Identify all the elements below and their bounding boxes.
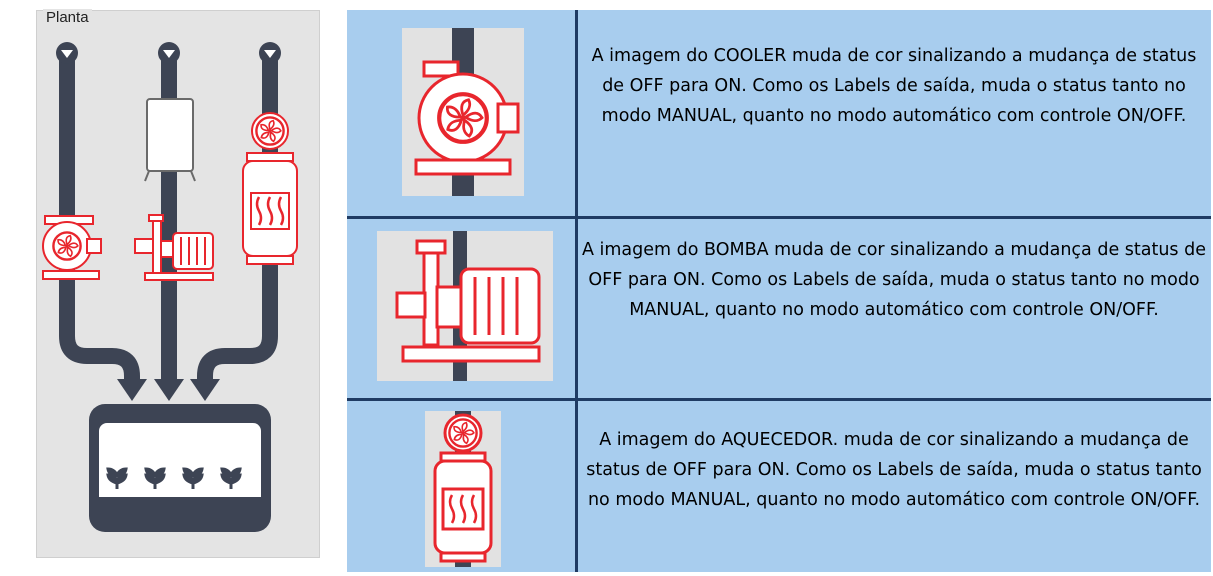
aquecedor-description: A imagem do AQUECEDOR. muda de cor sinal… [586,430,1202,510]
heater-icon [242,112,298,265]
cooler-description: A imagem do COOLER muda de cor sinalizan… [591,46,1197,126]
planta-panel: Planta [36,9,320,558]
cooler-icon [42,215,102,280]
table-row-cooler: A imagem do COOLER muda de cor sinalizan… [347,10,1211,216]
valve-icons [56,42,281,64]
bomba-description: A imagem do BOMBA muda de cor sinalizand… [581,240,1206,320]
row-divider [347,216,1211,219]
cooler-image [402,28,524,196]
description-table: A imagem do COOLER muda de cor sinalizan… [347,10,1211,572]
heater-fan-icon [433,411,493,567]
column-divider [575,10,578,572]
bomba-image [377,231,553,381]
pump-motor-icon [395,231,541,381]
arrow-icons [117,379,220,401]
table-row-aquecedor: A imagem do AQUECEDOR. muda de cor sinal… [347,401,1211,572]
row-divider [347,398,1211,401]
table-row-bomba: A imagem do BOMBA muda de cor sinalizand… [347,219,1211,398]
plant-diagram [42,42,298,532]
cooler-fan-icon [414,28,520,196]
aquecedor-image [425,411,501,567]
panel-title: Planta [43,9,92,26]
reservoir-icon [89,404,271,532]
tank-icon [144,98,196,182]
pump-icon [134,214,214,281]
